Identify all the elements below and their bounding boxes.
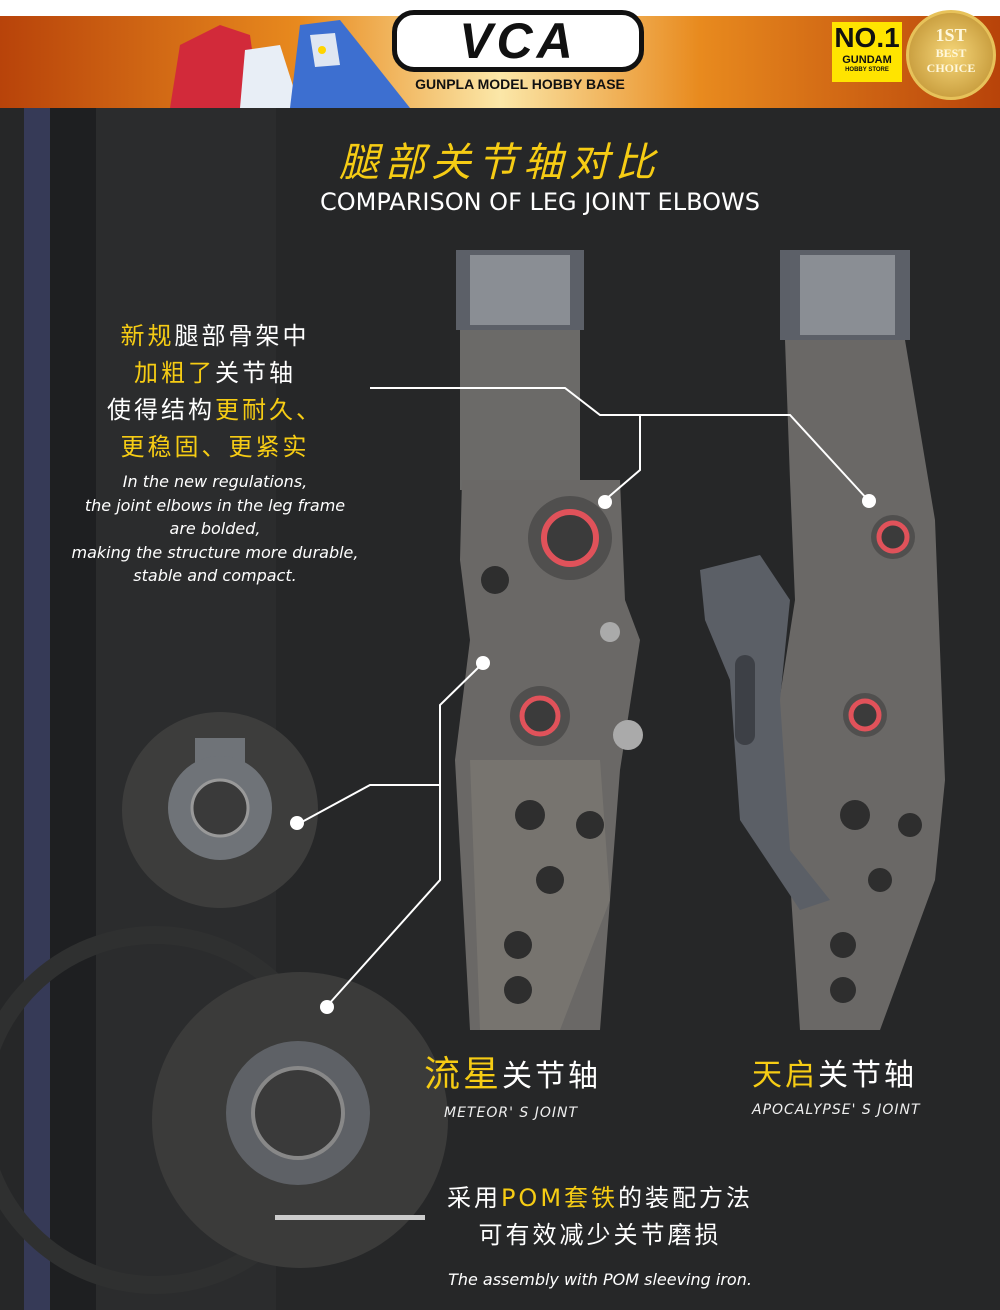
- banner-top-strip: [0, 0, 1000, 16]
- desc-cn-line4: 更稳固、更紧实: [120, 433, 310, 461]
- vca-logo: VCA: [392, 10, 644, 72]
- decor-stripe-blue: [24, 108, 50, 1310]
- label-text: 关节轴: [818, 1058, 917, 1093]
- decor-stripe-dark: [50, 108, 96, 1310]
- desc-highlight: 新规: [120, 322, 175, 350]
- detail-zoom-bottom: [0, 926, 448, 1294]
- note-highlight: POM套铁: [500, 1184, 619, 1212]
- desc-cn-line3: 使得结构更耐久、: [60, 392, 370, 429]
- page-title-en: COMPARISON OF LEG JOINT ELBOWS: [320, 188, 760, 216]
- note-text: 采用: [446, 1184, 501, 1212]
- desc-en-line: In the new regulations,: [122, 472, 308, 491]
- desc-highlight: 更耐久、: [215, 396, 323, 424]
- desc-en-line: stable and compact.: [133, 566, 297, 585]
- note-line2: 可有效减少关节磨损: [478, 1221, 722, 1249]
- desc-text: 关节轴: [215, 359, 296, 387]
- note-en: The assembly with POM sleeving iron.: [448, 1270, 752, 1289]
- label-text: 关节轴: [502, 1059, 602, 1094]
- callout-lines: [299, 387, 869, 1006]
- desc-cn-line1: 新规腿部骨架中: [60, 318, 370, 355]
- badge-no1: NO.1: [834, 22, 900, 53]
- meteor-leg-frame: [455, 250, 643, 1030]
- desc-highlight: 加粗了: [134, 359, 215, 387]
- label-en: METEOR' S JOINT: [444, 1105, 579, 1121]
- gundam-robots-image: [170, 20, 410, 108]
- medal-best: BEST: [935, 46, 967, 60]
- pom-note: 采用POM套铁的装配方法 可有效减少关节磨损 The assembly with…: [360, 1180, 840, 1292]
- desc-en-line: are bolded,: [169, 519, 261, 538]
- desc-text: 腿部骨架中: [174, 322, 310, 350]
- label-en: APOCALYPSE' S JOINT: [752, 1102, 921, 1118]
- label-highlight: 流星: [424, 1054, 503, 1095]
- page-title-cn: 腿部关节轴对比: [339, 140, 661, 186]
- note-text: 的装配方法: [618, 1184, 754, 1212]
- badge-gundam: GUNDAM: [842, 54, 892, 66]
- desc-text: 使得结构: [107, 396, 215, 424]
- meteor-joint-label: 流星关节轴 METEOR' S JOINT: [424, 1045, 624, 1121]
- description-block: 新规腿部骨架中 加粗了关节轴 使得结构更耐久、 更稳固、更紧实 In the n…: [60, 318, 370, 588]
- detail-zoom-top: [122, 712, 318, 908]
- label-highlight: 天启: [752, 1058, 818, 1093]
- desc-en-line: the joint elbows in the leg frame: [84, 495, 346, 515]
- medal-1st: 1ST: [935, 25, 967, 45]
- callout-dots: [290, 494, 876, 1014]
- logo-tagline: GUNPLA MODEL HOBBY BASE: [415, 76, 625, 92]
- desc-en-line: making the structure more durable,: [71, 542, 359, 562]
- desc-en: In the new regulations, the joint elbows…: [60, 470, 370, 588]
- desc-cn-line2: 加粗了关节轴: [60, 355, 370, 392]
- apocalypse-joint-label: 天启关节轴 APOCALYPSE' S JOINT: [752, 1050, 952, 1118]
- apocalypse-leg-frame: [700, 250, 945, 1030]
- medal-choice: CHOICE: [926, 61, 976, 75]
- badge-store: HOBBY STORE: [845, 67, 889, 73]
